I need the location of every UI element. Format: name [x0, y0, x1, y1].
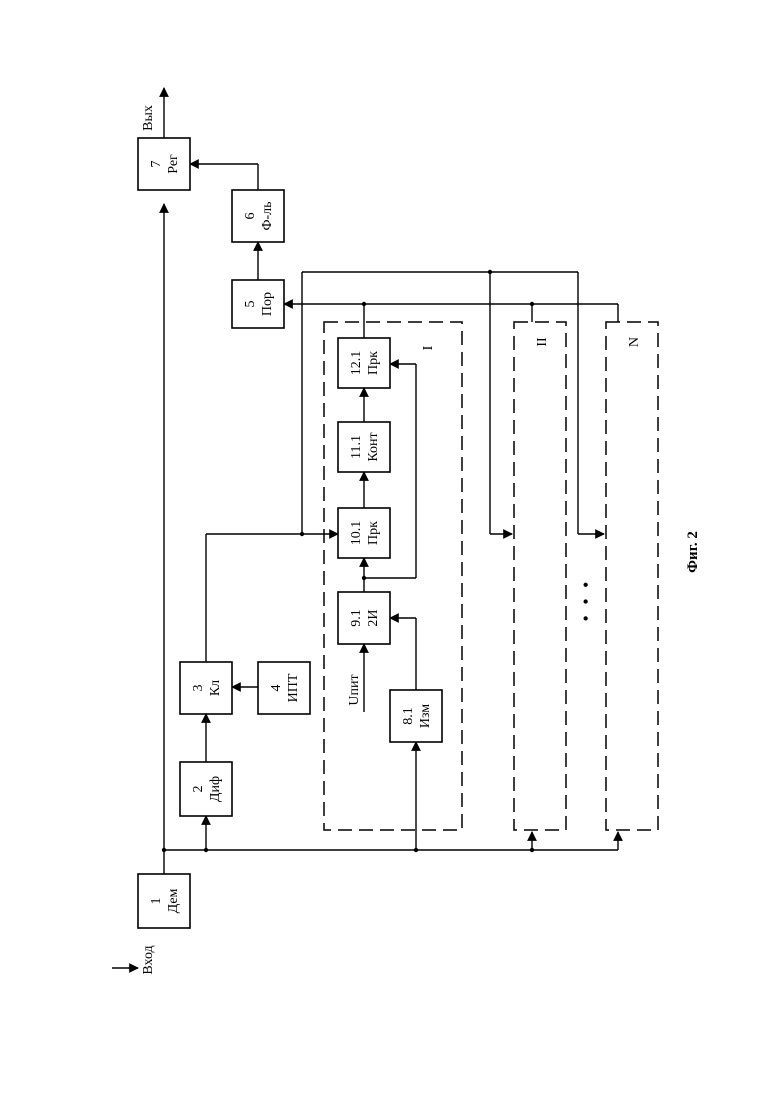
block-1-name: Дем	[166, 888, 181, 913]
channel-N-group	[606, 322, 658, 830]
block-12-1-prk: 12.1 Прк	[338, 338, 390, 388]
block-2-name: Диф	[208, 776, 223, 802]
block-1-number: 1	[149, 898, 164, 905]
block-10-1-number: 10.1	[349, 521, 364, 546]
block-12-1-number: 12.1	[349, 351, 364, 376]
block-10-1-prk: 10.1 Прк	[338, 508, 390, 558]
block-6-filter: 6 Ф-ль	[232, 190, 284, 242]
block-10-1-name: Прк	[366, 521, 381, 545]
block-11-1-kont: 11.1 Конт	[338, 422, 390, 472]
block-4-number: 4	[269, 685, 284, 692]
block-3-kl: 3 Кл	[180, 662, 232, 714]
output-label: Вых	[141, 105, 156, 131]
block-5-number: 5	[243, 301, 258, 308]
block-5-por: 5 Пор	[232, 280, 284, 328]
block-9-1-number: 9.1	[349, 609, 364, 627]
block-7-name: Рег	[166, 154, 181, 174]
block-8-1-name: Изм	[418, 704, 433, 728]
block-3-number: 3	[191, 685, 206, 692]
block-8-1-izm: 8.1 Изм	[390, 690, 442, 742]
block-4-ipt: 4 ИПТ	[258, 662, 310, 714]
input-label: Вход	[141, 945, 156, 974]
block-1-dem: 1 Дем	[138, 874, 190, 928]
ellipsis: • • •	[576, 579, 596, 622]
block-9-1-name: 2И	[366, 609, 381, 626]
block-11-1-name: Конт	[366, 432, 381, 461]
block-4-name: ИПТ	[286, 673, 301, 702]
channel-I-group	[324, 322, 462, 830]
block-7-reg: 7 Рег	[138, 138, 190, 190]
channel-I-label: I	[421, 345, 436, 350]
block-8-1-number: 8.1	[401, 707, 416, 725]
block-7-number: 7	[149, 161, 164, 168]
channel-II-label: II	[535, 337, 550, 347]
block-6-number: 6	[243, 213, 258, 220]
block-12-1-name: Прк	[366, 351, 381, 375]
figure-caption: Фиг. 2	[685, 531, 701, 573]
channel-II-group	[514, 322, 566, 830]
block-2-dif: 2 Диф	[180, 762, 232, 816]
block-11-1-number: 11.1	[349, 435, 364, 459]
block-5-name: Пор	[260, 292, 275, 316]
supply-label: Uпит	[347, 674, 362, 705]
block-9-1-and: 9.1 2И	[338, 592, 390, 644]
block-6-name: Ф-ль	[260, 201, 275, 230]
block-2-number: 2	[191, 786, 206, 793]
block-3-name: Кл	[208, 680, 223, 696]
channel-N-label: N	[627, 337, 642, 347]
